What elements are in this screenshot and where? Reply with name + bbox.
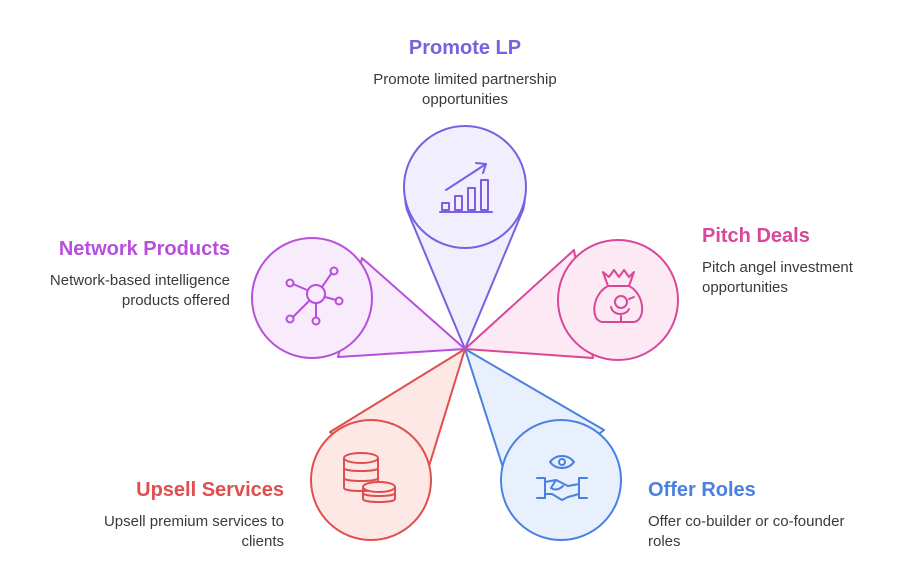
item-pitch: Pitch Deals Pitch angel investment oppor… xyxy=(702,224,892,298)
network-icon xyxy=(285,266,344,326)
pitch-description: Pitch angel investment opportunities xyxy=(702,259,853,296)
petal-network xyxy=(251,237,466,359)
network-title: Network Products xyxy=(58,238,230,260)
petal-pitch xyxy=(464,239,679,361)
promote-description: Promote limited partnership opportunitie… xyxy=(373,71,557,108)
growth-chart-icon xyxy=(439,162,493,213)
petal-upsell xyxy=(310,348,466,541)
coin-stack-icon xyxy=(343,452,396,503)
offer-description: Offer co-builder or co-founder roles xyxy=(648,513,845,550)
petal-offer xyxy=(464,348,622,541)
promote-title: Promote LP xyxy=(408,37,522,59)
petal-promote xyxy=(403,125,527,350)
network-description: Network-based intelligence products offe… xyxy=(49,272,230,309)
item-offer: Offer Roles Offer co-builder or co-found… xyxy=(648,478,888,552)
offer-title: Offer Roles xyxy=(648,479,756,501)
money-bag-icon xyxy=(593,269,643,323)
upsell-title: Upsell Services xyxy=(136,479,284,501)
item-promote: Promote LP Promote limited partnership o… xyxy=(320,36,610,110)
item-network: Network Products Network-based intellige… xyxy=(10,237,230,311)
item-upsell: Upsell Services Upsell premium services … xyxy=(40,478,284,552)
upsell-description: Upsell premium services to clients xyxy=(103,513,284,550)
handshake-icon xyxy=(536,455,588,501)
pitch-title: Pitch Deals xyxy=(702,225,810,247)
